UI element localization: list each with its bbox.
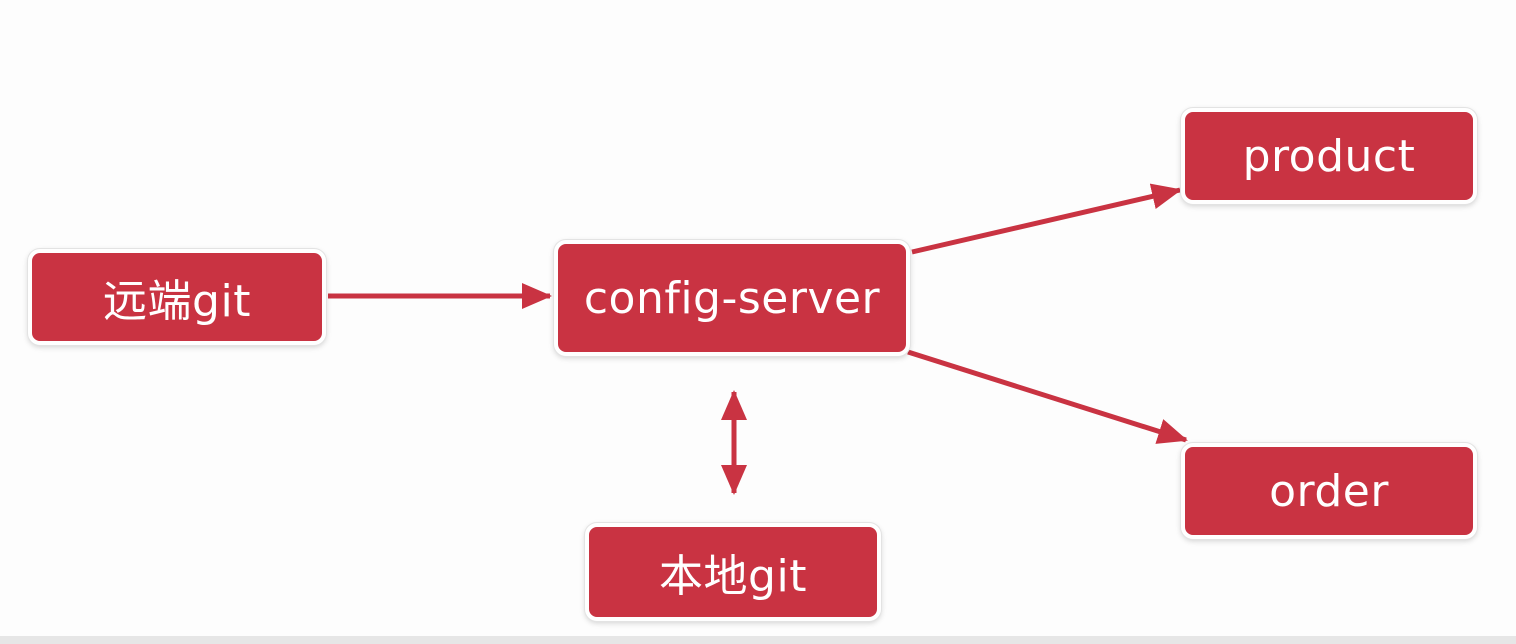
node-local-git: 本地git (585, 523, 881, 621)
bottom-strip (0, 636, 1516, 644)
node-local-git-label: 本地git (659, 551, 807, 602)
node-order-label: order (1269, 465, 1389, 517)
arrow-server-to-order (907, 349, 1188, 444)
node-order: order (1181, 443, 1477, 539)
node-config-server-label: config-server (583, 272, 881, 324)
node-product: product (1181, 108, 1477, 204)
node-remote-git: 远端git (28, 249, 326, 345)
node-remote-git-label: 远端git (103, 276, 251, 327)
node-product-label: product (1242, 130, 1416, 182)
node-config-server: config-server (554, 240, 910, 356)
arrow-server-to-product (911, 183, 1182, 255)
